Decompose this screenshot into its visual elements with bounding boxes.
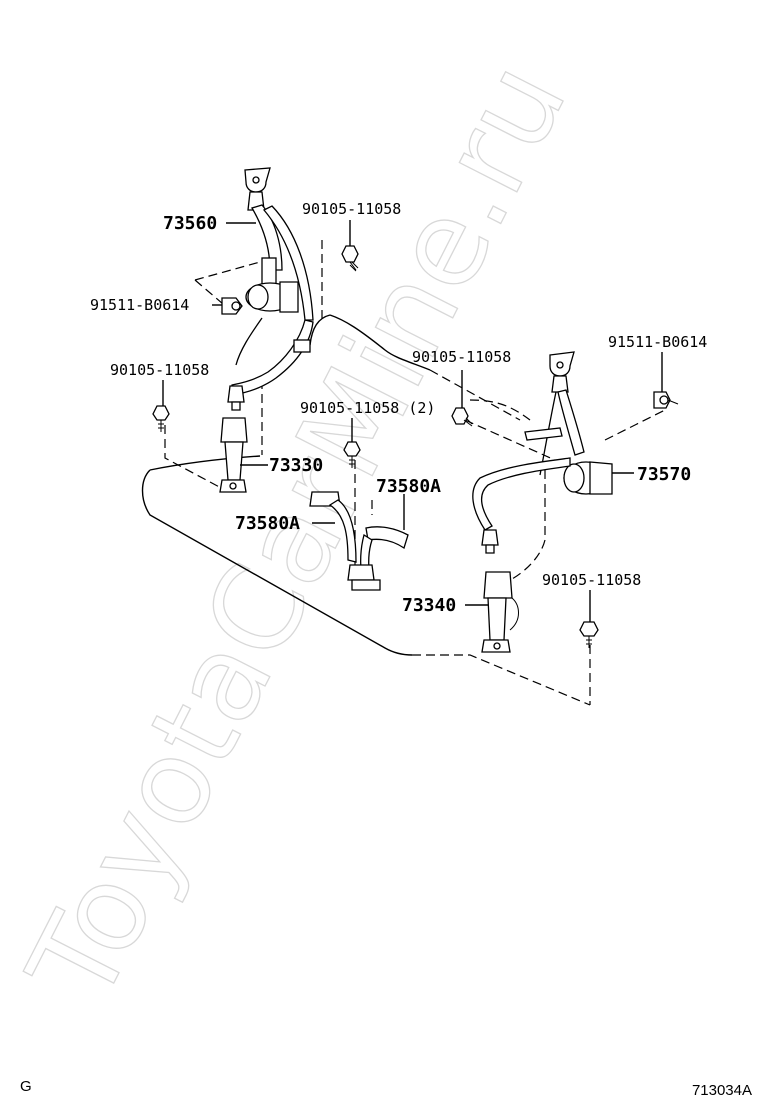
part-labels: 73560 90105-11058 91511-B0614 90105-1105…	[90, 200, 707, 616]
label-bolt-top-center: 90105-11058	[302, 200, 401, 218]
label-73560: 73560	[163, 213, 217, 234]
bolt-top-center[interactable]	[341, 245, 359, 272]
left-buckle-73330[interactable]	[219, 417, 248, 493]
label-73330: 73330	[269, 455, 323, 476]
figure-number: 713034A	[691, 1082, 752, 1099]
bolt-right[interactable]	[579, 621, 599, 648]
corner-code-left: G	[20, 1078, 32, 1095]
center-buckle-73580a[interactable]	[309, 491, 409, 591]
label-bolt-right: 90105-11058	[542, 571, 641, 589]
leader-lines	[162, 220, 663, 622]
bolt-left[interactable]	[152, 405, 170, 432]
left-outer-belt-73560[interactable]	[227, 167, 314, 411]
label-73580a-top: 73580A	[376, 476, 441, 497]
label-bolt-center-2: 90105-11058 (2)	[300, 399, 435, 417]
label-nut-left: 91511-B0614	[90, 296, 189, 314]
bolt-center-right[interactable]	[451, 407, 473, 427]
label-bolt-left: 90105-11058	[110, 361, 209, 379]
right-buckle-73340[interactable]	[481, 571, 519, 653]
label-73580a-left: 73580A	[235, 513, 300, 534]
seat-cushion-outline	[141, 314, 591, 706]
label-73340: 73340	[402, 595, 456, 616]
label-73570: 73570	[637, 464, 691, 485]
label-nut-right: 91511-B0614	[608, 333, 707, 351]
nut-left[interactable]	[221, 297, 243, 315]
label-bolt-center-right: 90105-11058	[412, 348, 511, 366]
right-outer-belt-73570[interactable]	[472, 351, 613, 554]
bolt-center[interactable]	[343, 441, 361, 468]
nut-right[interactable]	[653, 391, 679, 409]
